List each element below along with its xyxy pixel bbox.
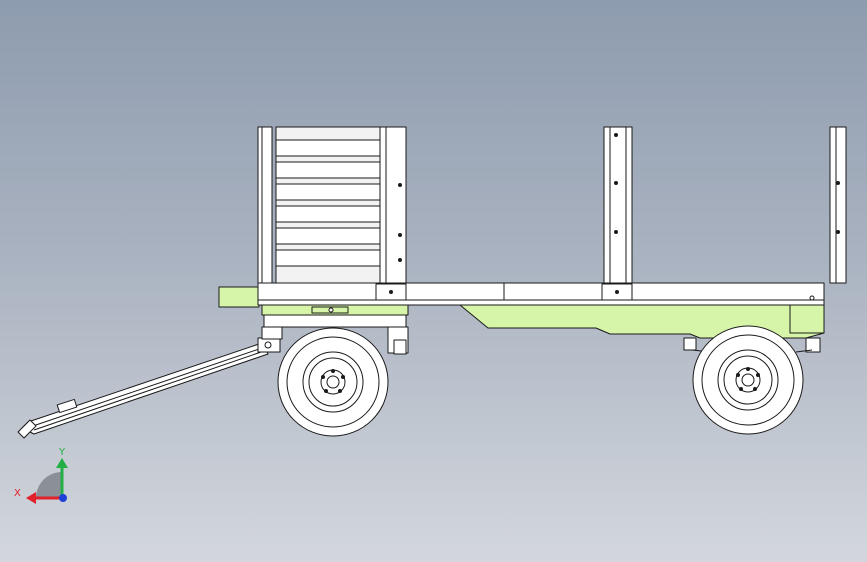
deck-floor bbox=[257, 282, 825, 306]
trailer-model[interactable] bbox=[17, 126, 847, 439]
rear-stake-post[interactable] bbox=[829, 126, 847, 284]
rear-axle-assembly[interactable] bbox=[683, 337, 821, 353]
front-right-post bbox=[379, 126, 407, 284]
rear-wheel[interactable] bbox=[692, 325, 804, 435]
front-beam-extension bbox=[218, 286, 260, 308]
front-left-post bbox=[257, 126, 273, 284]
middle-stake-post[interactable] bbox=[603, 126, 633, 284]
cargo-deck[interactable] bbox=[257, 282, 825, 306]
front-wheel[interactable] bbox=[277, 327, 389, 437]
chassis-frame[interactable] bbox=[218, 286, 825, 339]
reference-triad[interactable]: Y X bbox=[14, 447, 68, 504]
front-stake-panel[interactable] bbox=[257, 126, 407, 284]
triad-plane-quadrant bbox=[36, 472, 62, 498]
y-axis-label: Y bbox=[58, 447, 66, 458]
rear-frame-box bbox=[789, 304, 825, 334]
rear-wheel-lug-nuts bbox=[736, 367, 760, 391]
panel-slats bbox=[275, 139, 381, 267]
drawbar[interactable] bbox=[17, 337, 281, 439]
front-wheel-lug-nuts bbox=[321, 369, 345, 393]
z-axis-dot bbox=[59, 494, 67, 502]
front-axle-assembly[interactable] bbox=[261, 326, 409, 355]
turntable-ring bbox=[263, 314, 407, 328]
drawbar-clamp bbox=[56, 398, 78, 414]
x-axis-label: X bbox=[14, 488, 21, 499]
drawbar-eye bbox=[17, 419, 37, 439]
